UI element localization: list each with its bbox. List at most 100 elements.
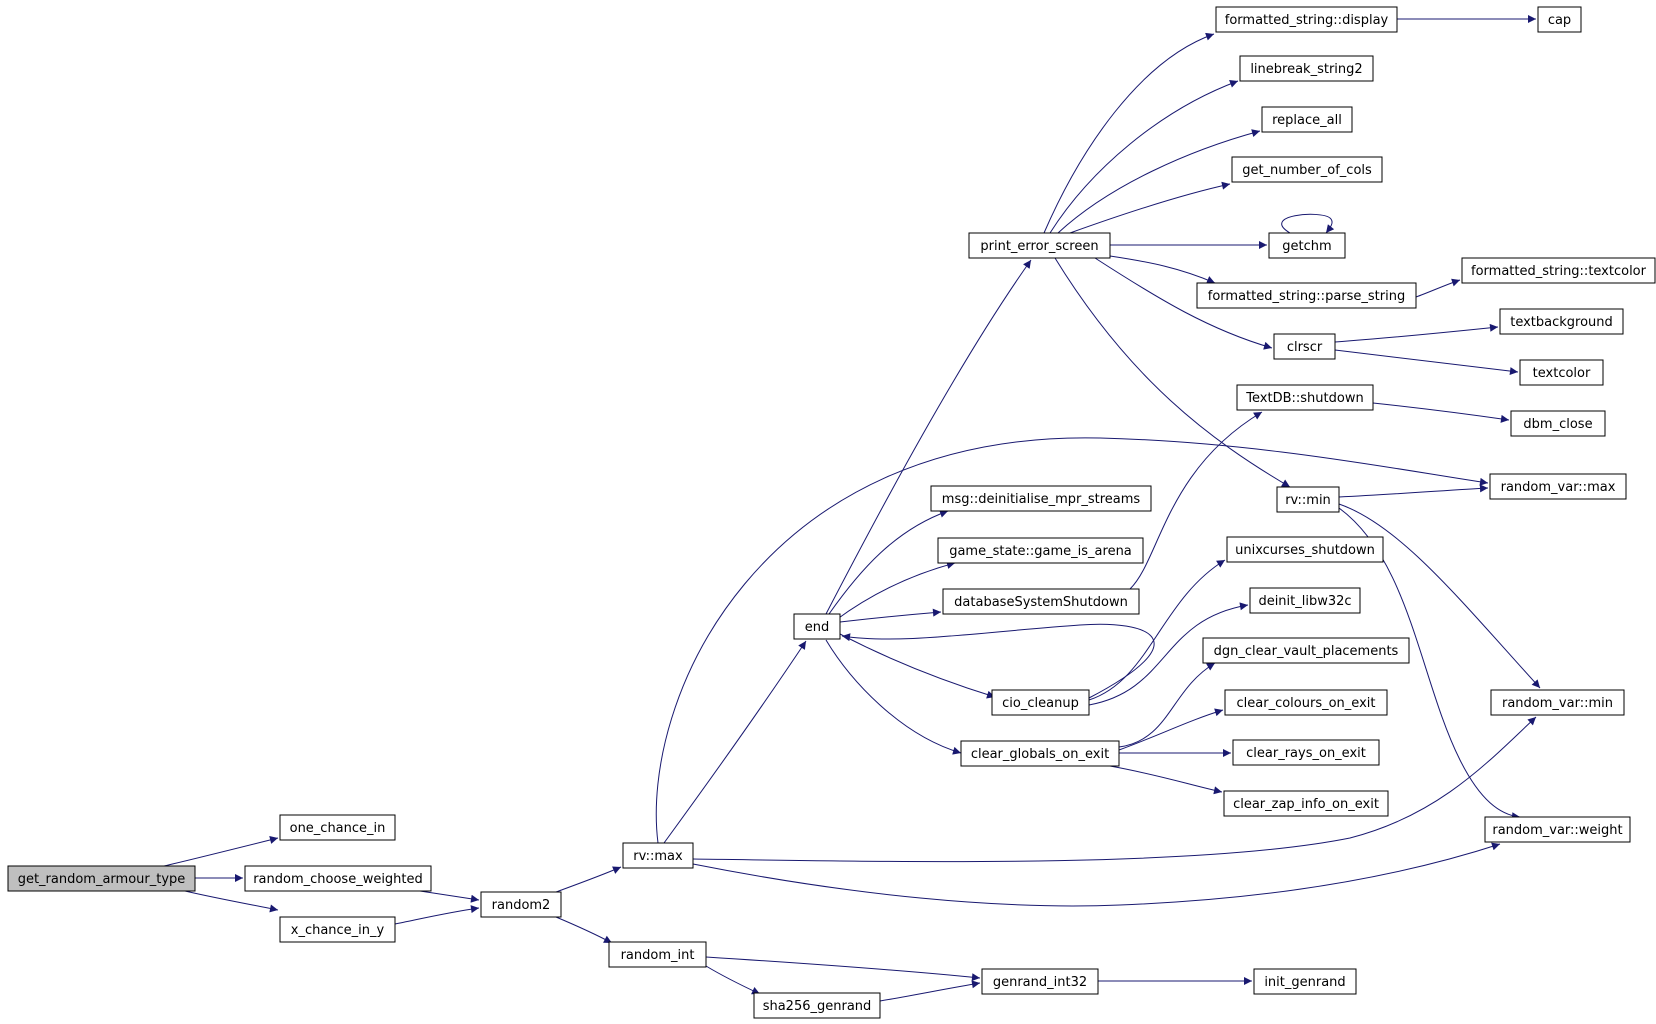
node-game-is-arena[interactable]: game_state::game_is_arena <box>937 537 1144 564</box>
edge-rv_min-to-rvar_max <box>1338 484 1489 498</box>
node-box <box>1490 689 1625 716</box>
edge-rv_max-to-rvar_weight <box>692 842 1501 907</box>
node-label: clear_zap_info_on_exit <box>1233 797 1379 812</box>
edge-rv_max-to-rvar_min <box>692 716 1537 863</box>
edge-end-to-clear_globals <box>825 639 962 755</box>
edge-print_error_screen-to-linebreak <box>1049 80 1239 234</box>
node-clrscr[interactable]: clrscr <box>1273 333 1336 360</box>
node-getchm[interactable]: getchm <box>1268 232 1346 259</box>
node-box <box>1202 637 1410 664</box>
node-msg-deinit[interactable]: msg::deinitialise_mpr_streams <box>930 485 1152 512</box>
node-box <box>1226 536 1384 563</box>
node-box <box>942 588 1140 615</box>
node-fs-parse[interactable]: formatted_string::parse_string <box>1196 282 1417 309</box>
node-box <box>1232 739 1380 766</box>
node-box <box>1484 816 1631 843</box>
node-rvar-min[interactable]: random_var::min <box>1490 689 1625 716</box>
node-label: formatted_string::textcolor <box>1471 264 1647 279</box>
node-label: linebreak_string2 <box>1250 62 1362 77</box>
node-label: rv::min <box>1285 493 1331 508</box>
node-fs-display[interactable]: formatted_string::display <box>1215 6 1398 33</box>
node-box <box>1537 6 1582 33</box>
node-label: clear_rays_on_exit <box>1246 746 1366 761</box>
node-box <box>793 613 841 640</box>
edge-random2-to-rv_max <box>555 866 622 893</box>
edge-rv_max-to-end <box>663 640 807 844</box>
node-textcolor[interactable]: textcolor <box>1519 359 1604 386</box>
edge-x_chance_in_y-to-random2 <box>394 905 480 925</box>
node-box <box>1239 55 1374 82</box>
edge-cio_cleanup-to-unixcurses <box>1088 559 1226 701</box>
node-rvar-weight[interactable]: random_var::weight <box>1484 816 1631 843</box>
node-print-error-screen[interactable]: print_error_screen <box>968 232 1111 259</box>
node-init-genrand[interactable]: init_genrand <box>1253 968 1357 995</box>
node-linebreak[interactable]: linebreak_string2 <box>1239 55 1374 82</box>
edges <box>163 15 1541 1002</box>
node-box <box>279 814 396 841</box>
node-replace-all[interactable]: replace_all <box>1261 106 1353 133</box>
node-random-int[interactable]: random_int <box>608 941 707 968</box>
node-rvar-max[interactable]: random_var::max <box>1489 473 1627 500</box>
node-clear-globals[interactable]: clear_globals_on_exit <box>960 740 1120 767</box>
node-box <box>279 916 396 943</box>
edge-random2-to-random_int <box>555 916 613 944</box>
node-db-shutdown[interactable]: databaseSystemShutdown <box>942 588 1140 615</box>
node-box <box>608 941 707 968</box>
node-label: textcolor <box>1533 366 1591 381</box>
node-one-chance-in[interactable]: one_chance_in <box>279 814 396 841</box>
node-label: getchm <box>1282 239 1331 254</box>
node-box <box>1249 587 1361 614</box>
node-get-random-armour-type[interactable]: get_random_armour_type <box>7 865 196 892</box>
node-clear-colours[interactable]: clear_colours_on_exit <box>1224 689 1388 716</box>
node-fs-textcolor[interactable]: formatted_string::textcolor <box>1461 257 1656 284</box>
node-end[interactable]: end <box>793 613 841 640</box>
node-label: clear_globals_on_exit <box>971 747 1109 762</box>
node-label: game_state::game_is_arena <box>949 544 1132 559</box>
node-label: clear_colours_on_exit <box>1237 696 1376 711</box>
edge-rv_min-to-rvar_min <box>1338 503 1541 689</box>
node-box <box>1261 106 1353 133</box>
node-label: unixcurses_shutdown <box>1235 543 1375 558</box>
node-x-chance-in-y[interactable]: x_chance_in_y <box>279 916 396 943</box>
node-random2[interactable]: random2 <box>480 891 562 918</box>
node-box <box>1223 790 1389 817</box>
node-textbackground[interactable]: textbackground <box>1499 308 1624 335</box>
node-get-number-of-cols[interactable]: get_number_of_cols <box>1231 156 1383 183</box>
node-sha256-genrand[interactable]: sha256_genrand <box>753 992 881 1019</box>
node-dgn-clear[interactable]: dgn_clear_vault_placements <box>1202 637 1410 664</box>
node-cap[interactable]: cap <box>1537 6 1582 33</box>
node-label: formatted_string::display <box>1225 13 1389 28</box>
edge-print_error_screen-to-get_number_of_cols <box>1069 181 1231 234</box>
edge-random_int-to-genrand_int32 <box>705 956 981 982</box>
node-box <box>937 537 1144 564</box>
node-textdb-shutdown[interactable]: TextDB::shutdown <box>1236 384 1374 411</box>
node-clear-rays[interactable]: clear_rays_on_exit <box>1232 739 1380 766</box>
edge-get_random_armour_type-to-x_chance_in_y <box>184 890 279 913</box>
node-random-choose-weighted[interactable]: random_choose_weighted <box>244 865 432 892</box>
node-unixcurses[interactable]: unixcurses_shutdown <box>1226 536 1384 563</box>
node-box <box>480 891 562 918</box>
node-label: random_var::min <box>1502 696 1613 711</box>
node-rv-max[interactable]: rv::max <box>622 842 694 869</box>
node-box <box>1273 333 1336 360</box>
node-box <box>968 232 1111 259</box>
node-deinit-libw32c[interactable]: deinit_libw32c <box>1249 587 1361 614</box>
edge-cio_cleanup-to-deinit_libw32c <box>1088 602 1249 706</box>
edge-end-to-print_error_screen <box>825 259 1032 615</box>
node-box <box>1253 968 1357 995</box>
node-box <box>1510 410 1606 437</box>
node-rv-min[interactable]: rv::min <box>1276 486 1340 513</box>
node-label: textbackground <box>1510 315 1613 330</box>
node-label: dbm_close <box>1523 417 1592 432</box>
node-box <box>1231 156 1383 183</box>
node-label: TextDB::shutdown <box>1245 391 1363 406</box>
node-label: one_chance_in <box>290 821 386 836</box>
node-dbm-close[interactable]: dbm_close <box>1510 410 1606 437</box>
node-box <box>753 992 881 1019</box>
edge-clrscr-to-textbackground <box>1334 323 1499 343</box>
node-box <box>1489 473 1627 500</box>
node-box <box>1276 486 1340 513</box>
node-genrand-int32[interactable]: genrand_int32 <box>981 968 1099 995</box>
node-clear-zap[interactable]: clear_zap_info_on_exit <box>1223 790 1389 817</box>
node-cio-cleanup[interactable]: cio_cleanup <box>991 689 1090 716</box>
